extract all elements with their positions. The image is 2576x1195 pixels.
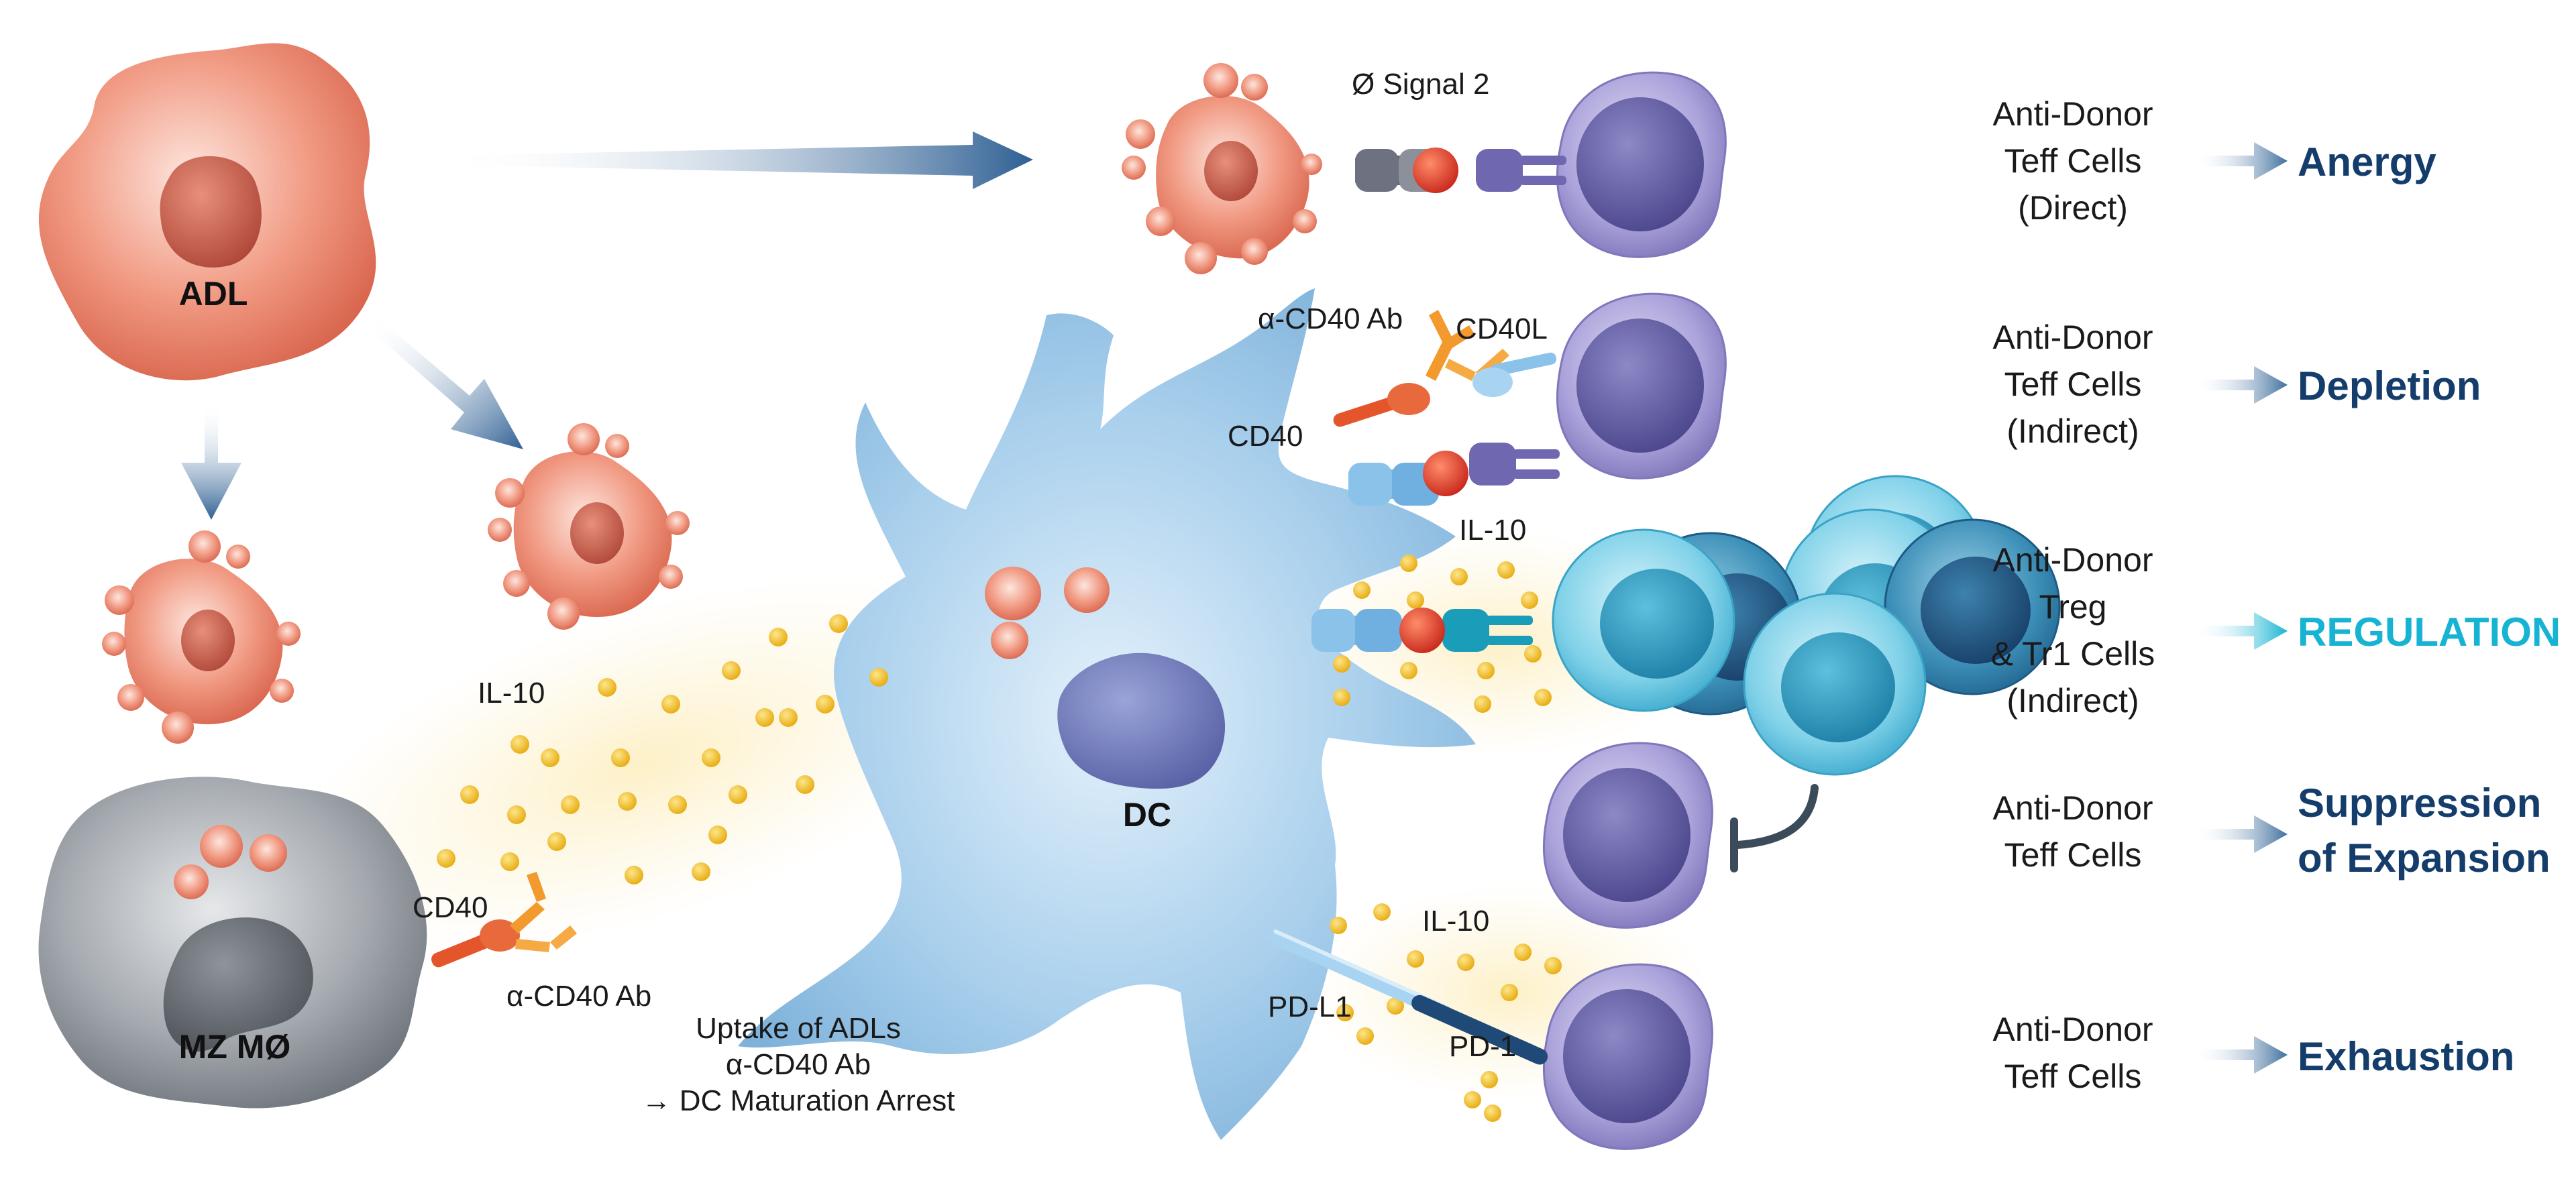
label-cd40l: CD40L <box>1456 312 1548 345</box>
row-depletion: Anti-Donor Teff Cells (Indirect) Depleti… <box>1993 319 2481 450</box>
uptake-caption: Uptake of ADLs α-CD40 Ab → DC Maturation… <box>641 1012 955 1117</box>
adl-cell <box>38 43 376 381</box>
label-pdl1: PD-L1 <box>1268 990 1352 1023</box>
row4-line2: Teff Cells <box>2004 836 2142 874</box>
pdl1-pd1-complex <box>1271 929 1548 1065</box>
t-cell-depletion <box>1556 292 1727 479</box>
mz-macrophage-cell <box>38 777 427 1108</box>
dendritic-cell <box>738 288 1476 1140</box>
row5-line2: Teff Cells <box>2004 1058 2142 1095</box>
cd40l-ligand <box>1472 352 1557 397</box>
row3-line3: & Tr1 Cells <box>1991 635 2155 673</box>
t-cell-suppression <box>1542 742 1713 929</box>
row4-line1: Anti-Donor <box>1993 789 2153 827</box>
inhibition-mark <box>1730 784 1819 872</box>
row-exhaustion: Anti-Donor Teff Cells Exhaustion <box>1993 1011 2515 1095</box>
row1-line3: (Direct) <box>2018 189 2128 227</box>
receptor-complex-regulation <box>1311 608 1533 653</box>
arrow-adl-to-anergy <box>443 131 1033 189</box>
row3-line1: Anti-Donor <box>1993 541 2153 579</box>
adl-fragment-middle <box>488 423 690 630</box>
label-pd1: PD-1 <box>1449 1030 1516 1063</box>
t-cell-exhaustion <box>1542 963 1713 1150</box>
row2-line1: Anti-Donor <box>1993 319 2153 356</box>
row1-line2: Teff Cells <box>2004 142 2142 180</box>
adl-fragment-top <box>1122 63 1322 274</box>
treg-tr1-cluster <box>1552 475 2061 776</box>
row1-line1: Anti-Donor <box>1993 95 2153 133</box>
outcome-arrows <box>2194 142 2288 1074</box>
outcome-regulation: REGULATION <box>2298 610 2561 655</box>
row-anergy: Anti-Donor Teff Cells (Direct) Anergy <box>1993 95 2437 227</box>
label-cd40-left: CD40 <box>413 891 488 924</box>
receptor-complex-depletion <box>1348 443 1560 506</box>
label-cd40-top: CD40 <box>1228 420 1303 453</box>
cd40-antibody-top <box>1333 310 1509 427</box>
arrow-adl-down <box>181 402 241 520</box>
arrow-adl-diagonal <box>369 319 523 449</box>
row3-line2: Treg <box>2039 588 2107 626</box>
outcome-exhaustion: Exhaustion <box>2298 1034 2514 1079</box>
label-signal2: Ø Signal 2 <box>1352 68 1489 101</box>
process-arrows <box>181 131 1033 520</box>
t-cell-anergy <box>1556 71 1727 258</box>
outcome-suppression-line1: Suppression <box>2298 781 2541 826</box>
row5-line1: Anti-Donor <box>1993 1011 2153 1048</box>
label-anti-cd40-ab-top: α-CD40 Ab <box>1258 302 1403 335</box>
label-adl: ADL <box>179 275 248 312</box>
outcome-anergy: Anergy <box>2298 139 2436 184</box>
outcome-suppression-line2: of Expansion <box>2298 836 2551 880</box>
uptake-line-3: → DC Maturation Arrest <box>641 1084 955 1117</box>
cd40-antibody-left <box>431 872 577 968</box>
uptake-line-2: α-CD40 Ab <box>726 1048 871 1081</box>
adl-fragment-left <box>102 530 301 744</box>
uptake-line-1: Uptake of ADLs <box>696 1012 901 1045</box>
label-il10-bottom: IL-10 <box>1422 905 1489 937</box>
outcome-depletion: Depletion <box>2298 363 2481 408</box>
row2-line3: (Indirect) <box>2006 412 2139 450</box>
label-il10-dc: IL-10 <box>1459 514 1526 547</box>
row-regulation: Anti-Donor Treg & Tr1 Cells (Indirect) R… <box>1991 541 2561 720</box>
label-mz-macrophage: MZ MØ <box>179 1028 291 1066</box>
label-dc: DC <box>1123 796 1171 834</box>
row2-line2: Teff Cells <box>2004 365 2142 403</box>
receptor-complex-anergy <box>1355 148 1566 193</box>
row3-line4: (Indirect) <box>2006 682 2139 720</box>
row-suppression: Anti-Donor Teff Cells Suppression of Exp… <box>1993 781 2551 880</box>
label-anti-cd40-ab-left: α-CD40 Ab <box>506 980 651 1013</box>
il10-dots <box>437 555 1562 1122</box>
label-il10-left: IL-10 <box>478 677 545 709</box>
